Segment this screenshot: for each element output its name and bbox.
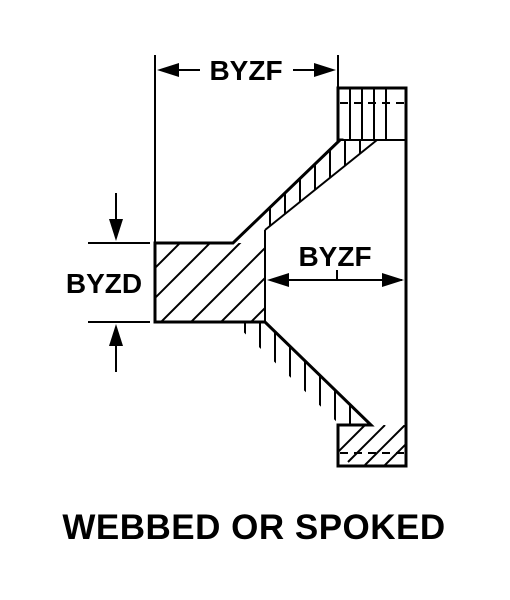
diagram-caption: WEBBED OR SPOKED: [62, 508, 445, 547]
top-dimension: BYZF: [154, 55, 339, 243]
left-dimension: BYZD: [66, 193, 150, 372]
top-dimension-left-arrow: [157, 63, 179, 77]
right-dimension-label: BYZF: [298, 241, 371, 272]
left-dimension-down-arrow: [109, 219, 123, 241]
inner-rim-upper-edge: [264, 139, 378, 231]
right-dimension-right-arrow: [382, 273, 404, 287]
hub-hatching: [155, 243, 265, 322]
top-dimension-label: BYZF: [209, 55, 282, 86]
left-dimension-up-arrow: [109, 324, 123, 346]
part-outline: [153, 86, 408, 468]
top-dimension-right-arrow: [314, 63, 336, 77]
right-dimension: BYZF: [267, 241, 404, 287]
bottom-rim-hatching: [338, 425, 406, 466]
lower-web-hatching: [244, 322, 351, 425]
right-dimension-left-arrow: [267, 273, 289, 287]
left-dimension-label: BYZD: [66, 268, 142, 299]
top-rim-hatching: [349, 88, 387, 140]
